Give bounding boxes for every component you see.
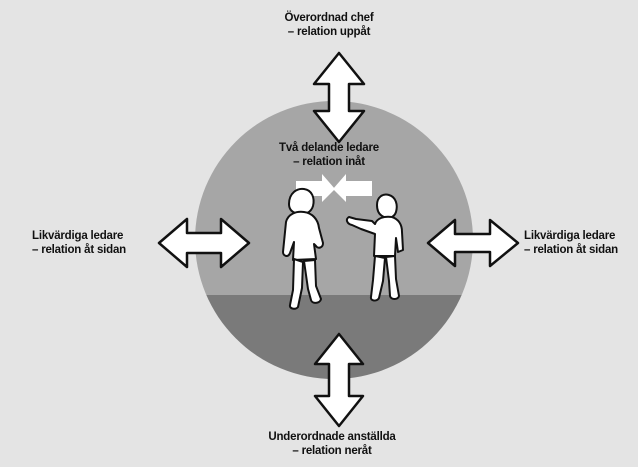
person-figure-left bbox=[282, 187, 324, 310]
label-equal-leaders-left-line1: Likvärdiga ledare bbox=[32, 230, 124, 242]
person-figure-right bbox=[345, 193, 404, 302]
label-two-sharing-leaders: Två delande ledare – relation inåt bbox=[254, 141, 404, 169]
arrow-up-down-top bbox=[312, 51, 366, 144]
label-equal-leaders-left-line2: – relation åt sidan bbox=[32, 244, 126, 256]
label-superior-manager-line2: – relation uppåt bbox=[287, 26, 371, 38]
label-equal-leaders-right: Likvärdiga ledare – relation åt sidan bbox=[524, 229, 618, 257]
arrow-left-right-right bbox=[426, 218, 520, 268]
label-equal-leaders-left: Likvärdiga ledare – relation åt sidan bbox=[32, 229, 126, 257]
label-equal-leaders-right-line1: Likvärdiga ledare bbox=[524, 230, 616, 242]
label-two-sharing-leaders-line1: Två delande ledare bbox=[279, 142, 379, 154]
label-two-sharing-leaders-line2: – relation inåt bbox=[293, 156, 365, 168]
label-subordinate-employees-line2: – relation neråt bbox=[292, 445, 372, 457]
label-subordinate-employees: Underordnade anställda – relation neråt bbox=[222, 430, 442, 458]
label-subordinate-employees-line1: Underordnade anställda bbox=[268, 431, 396, 443]
arrow-up-down-bottom bbox=[313, 332, 365, 428]
arrow-inward-left bbox=[333, 174, 372, 202]
arrow-left-right-left bbox=[157, 217, 251, 269]
label-superior-manager: Överordnad chef – relation uppåt bbox=[254, 11, 404, 39]
label-superior-manager-line1: Överordnad chef bbox=[284, 12, 374, 24]
label-equal-leaders-right-line2: – relation åt sidan bbox=[524, 244, 618, 256]
